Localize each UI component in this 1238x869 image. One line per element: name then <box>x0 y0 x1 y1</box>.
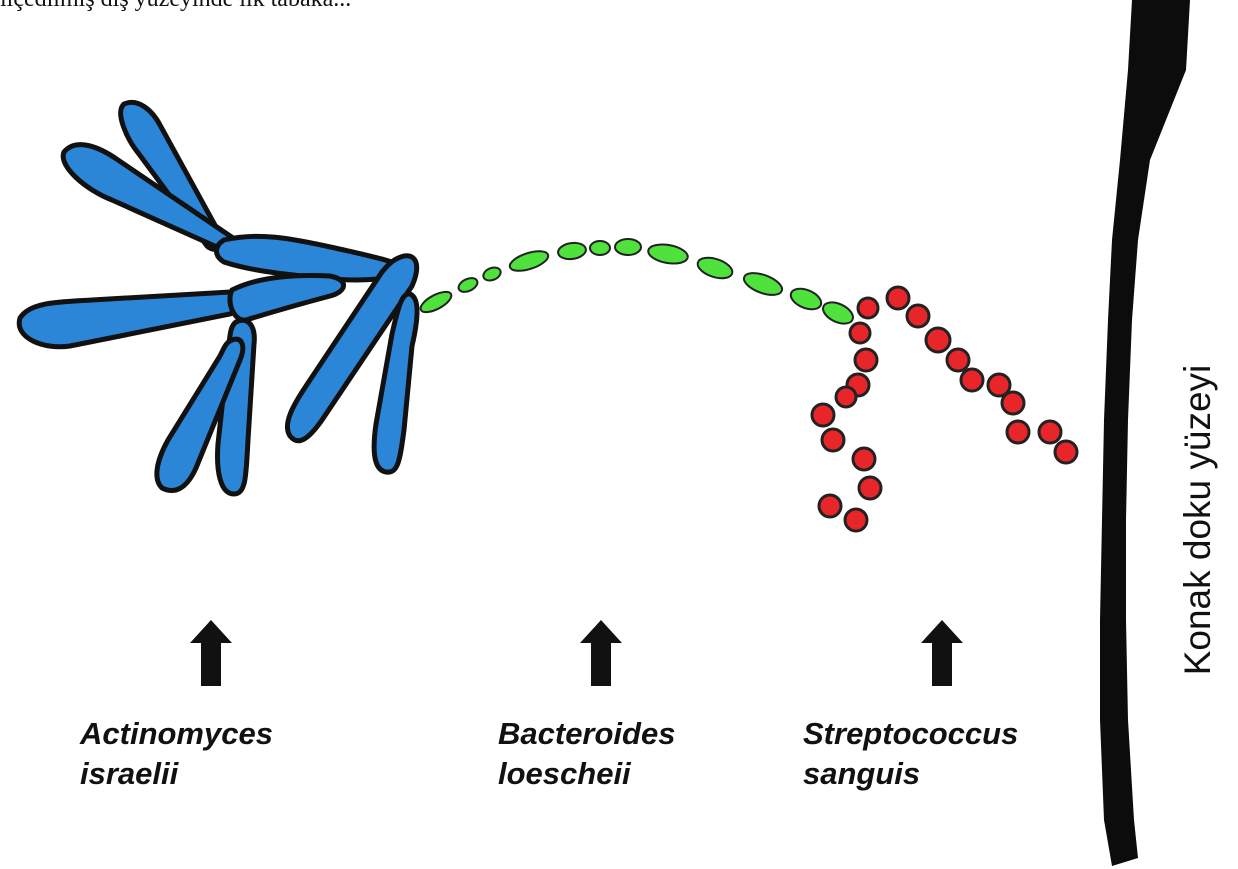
actinomyces-filament <box>230 276 344 321</box>
streptococcus-cell <box>855 349 877 371</box>
streptococcus-cell <box>845 509 867 531</box>
bacteroides-cell <box>741 269 785 300</box>
host-surface-label: Konak doku yüzeyi <box>1177 365 1219 676</box>
bacteroides-cell <box>557 241 587 261</box>
streptococcus-cell <box>853 448 875 470</box>
label-line-species: loescheii <box>498 754 675 794</box>
streptococcus-cell <box>887 287 909 309</box>
streptococcus-cell <box>1007 421 1029 443</box>
streptococcus-chains <box>812 287 1077 531</box>
up-arrow-icon <box>190 620 232 686</box>
bacteroides-cell <box>695 254 735 282</box>
bacteroides-cell <box>508 247 551 275</box>
bacteroides-cell <box>788 285 824 314</box>
streptococcus-cell <box>850 323 870 343</box>
label-line-genus: Actinomyces <box>80 714 273 754</box>
bacteroides-cell <box>615 239 641 255</box>
bacteroides-cell <box>481 265 502 283</box>
streptococcus-cell <box>1055 441 1077 463</box>
up-arrow-icon <box>580 620 622 686</box>
up-arrow-icon <box>921 620 963 686</box>
label-streptococcus: Streptococcus sanguis <box>803 714 1018 794</box>
actinomyces-colony <box>19 102 417 494</box>
label-line-genus: Bacteroides <box>498 714 675 754</box>
streptococcus-cell <box>822 429 844 451</box>
bacteroides-cell <box>590 241 610 255</box>
actinomyces-filament <box>19 292 237 347</box>
streptococcus-cell <box>859 477 881 499</box>
arrows <box>190 620 963 686</box>
streptococcus-cell <box>1039 421 1061 443</box>
bacteroides-cell <box>456 275 479 294</box>
label-line-species: sanguis <box>803 754 1018 794</box>
streptococcus-cell <box>907 305 929 327</box>
streptococcus-cell <box>836 387 856 407</box>
streptococcus-cell <box>961 369 983 391</box>
bacteroides-cell <box>647 242 690 267</box>
streptococcus-cell <box>1002 392 1024 414</box>
streptococcus-cell <box>926 328 950 352</box>
bacteroides-chain <box>418 239 857 328</box>
streptococcus-cell <box>812 404 834 426</box>
label-line-genus: Streptococcus <box>803 714 1018 754</box>
label-actinomyces: Actinomyces israelii <box>80 714 273 794</box>
streptococcus-cell <box>819 495 841 517</box>
bacteroides-cell <box>820 298 857 328</box>
streptococcus-cell <box>947 349 969 371</box>
label-bacteroides: Bacteroides loescheii <box>498 714 675 794</box>
streptococcus-cell <box>858 298 878 318</box>
label-line-species: israelii <box>80 754 273 794</box>
bacteroides-cell <box>418 288 455 316</box>
